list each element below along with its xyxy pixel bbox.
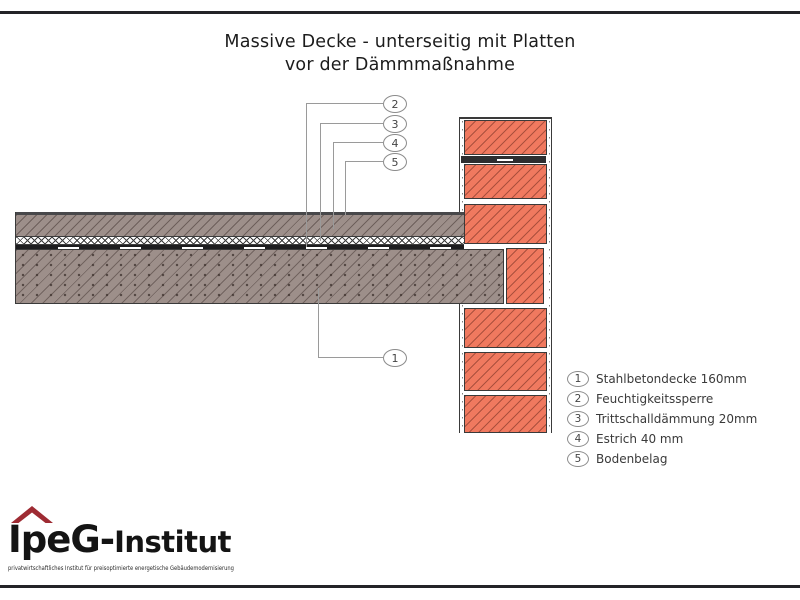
legend-label: Estrich 40 mm xyxy=(596,431,684,446)
leader-line-1 xyxy=(318,357,383,358)
leader-line-3 xyxy=(320,123,321,241)
floor-assembly xyxy=(15,212,464,249)
leader-line-5 xyxy=(345,161,383,162)
layer-feuchtigkeitssperre xyxy=(16,245,464,249)
legend-marker: 2 xyxy=(567,390,589,407)
callout-number: 1 xyxy=(391,351,399,365)
plaster-layer-right xyxy=(547,119,552,433)
logo-brand-rest: Institut xyxy=(114,525,231,559)
callout-number: 5 xyxy=(391,155,399,169)
wall-moisture-band xyxy=(461,156,546,163)
drawing-title-line-1: Massive Decke - unterseitig mit Platten xyxy=(224,32,576,52)
wall-moisture-band-dash xyxy=(497,158,513,161)
callout-marker-3: 3 xyxy=(383,115,407,133)
roof-icon xyxy=(11,506,53,523)
legend-number: 4 xyxy=(574,432,582,445)
callout-number: 2 xyxy=(391,97,399,111)
legend-item: 5 Bodenbelag xyxy=(567,450,667,467)
legend-label: Trittschalldämmung 20mm xyxy=(596,411,758,426)
brick-course xyxy=(464,120,547,155)
brick-course xyxy=(464,308,547,348)
brick-course xyxy=(464,164,547,199)
brick-course xyxy=(464,352,547,391)
legend-label: Feuchtigkeitssperre xyxy=(596,391,714,406)
leader-line-4 xyxy=(333,142,334,229)
layer-trittschalldaemmung xyxy=(16,236,464,245)
legend-number: 5 xyxy=(574,452,582,465)
leader-line-1 xyxy=(318,288,319,358)
leader-line-2 xyxy=(306,103,383,104)
legend-marker: 5 xyxy=(567,450,589,467)
wall-top-edge xyxy=(459,117,552,119)
legend-item: 3 Trittschalldämmung 20mm xyxy=(567,410,757,427)
callout-marker-2: 2 xyxy=(383,95,407,113)
callout-marker-5: 5 xyxy=(383,153,407,171)
leader-line-3 xyxy=(320,123,383,124)
logo-tagline: privatwirtschaftliches Institut für prei… xyxy=(8,565,234,572)
leader-line-2 xyxy=(306,103,307,247)
legend-number: 2 xyxy=(574,392,582,405)
brick-beside-slab xyxy=(506,248,544,304)
leader-line-5 xyxy=(345,161,346,215)
top-frame-line xyxy=(0,11,800,14)
callout-marker-4: 4 xyxy=(383,134,407,152)
callout-number: 4 xyxy=(391,136,399,150)
layer-estrich xyxy=(16,215,464,236)
callout-number: 3 xyxy=(391,117,399,131)
brick-course xyxy=(464,395,547,433)
drawing-title-line-2: vor der Dämmmaßnahme xyxy=(284,54,516,75)
legend-item: 2 Feuchtigkeitssperre xyxy=(567,390,713,407)
logo-text: IpeG-Institut xyxy=(8,521,231,558)
legend-marker: 4 xyxy=(567,430,589,447)
brick-course xyxy=(464,204,547,244)
leader-line-4 xyxy=(333,142,383,143)
legend-item: 4 Estrich 40 mm xyxy=(567,430,683,447)
logo-brand-bold: IpeG- xyxy=(8,518,115,561)
callout-marker-1: 1 xyxy=(383,349,407,367)
legend-label: Stahlbetondecke 160mm xyxy=(596,371,747,386)
layer-bodenbelag xyxy=(16,212,464,215)
legend-number: 1 xyxy=(574,372,582,385)
legend-marker: 1 xyxy=(567,370,589,387)
legend-item: 1 Stahlbetondecke 160mm xyxy=(567,370,747,387)
legend-marker: 3 xyxy=(567,410,589,427)
concrete-slab xyxy=(15,249,504,304)
brick-wall xyxy=(459,117,552,433)
drawing-title: Massive Decke - unterseitig mit Platten … xyxy=(0,31,800,76)
legend-label: Bodenbelag xyxy=(596,451,668,466)
bottom-frame-line xyxy=(0,585,800,588)
legend-number: 3 xyxy=(574,412,582,425)
